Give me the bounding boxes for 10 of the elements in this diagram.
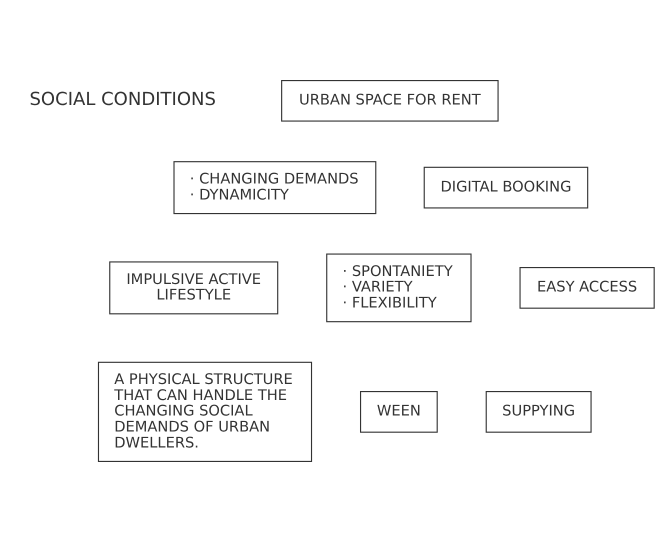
node-box: · SPONTANIETY · VARIETY · FLEXIBILITY bbox=[326, 253, 472, 322]
node-box: URBAN SPACE FOR RENT bbox=[281, 79, 499, 122]
node-box: A PHYSICAL STRUCTURE THAT CAN HANDLE THE CHANGING SOCIAL DEMANDS OF URBAN DWELLERS. bbox=[98, 361, 312, 462]
node-box: DIGITAL BOOKING bbox=[424, 166, 588, 208]
node-box: EASY ACCESS bbox=[519, 266, 655, 308]
label: SOCIAL CONDITIONS bbox=[30, 88, 216, 110]
node-box: WEEN bbox=[360, 390, 438, 432]
node-box: SUPPYING bbox=[486, 390, 592, 432]
node-box: IMPULSIVE ACTIVE LIFESTYLE bbox=[109, 260, 278, 314]
node-box: · CHANGING DEMANDS · DYNAMICITY bbox=[173, 160, 376, 214]
